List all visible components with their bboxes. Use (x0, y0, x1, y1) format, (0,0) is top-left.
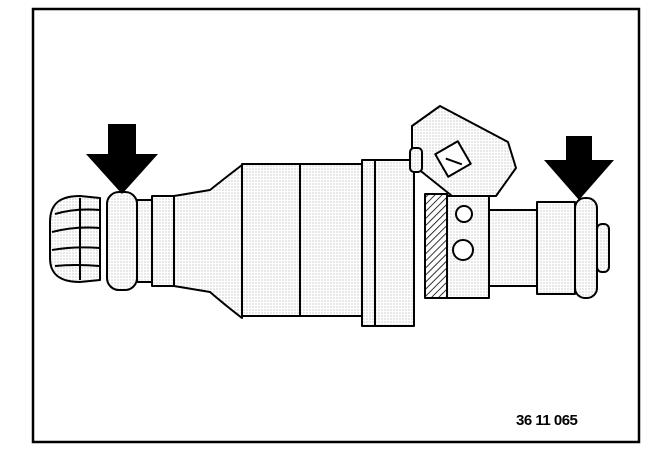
reference-code: 36 11 065 (516, 412, 578, 429)
left-arrow (86, 124, 158, 194)
injector-body-taper (173, 164, 243, 319)
nozzle-cap (49, 195, 101, 283)
inlet-bolt (455, 205, 473, 223)
electrical-connector (409, 105, 517, 197)
inlet-tip (596, 223, 610, 273)
body-ring (361, 159, 415, 327)
left-collar (136, 199, 153, 283)
injector-body (241, 163, 363, 317)
inlet-tube (488, 209, 538, 287)
right-arrow (544, 136, 614, 200)
right-o-ring (574, 197, 598, 299)
left-o-ring (106, 191, 138, 291)
seal-band (424, 193, 448, 299)
